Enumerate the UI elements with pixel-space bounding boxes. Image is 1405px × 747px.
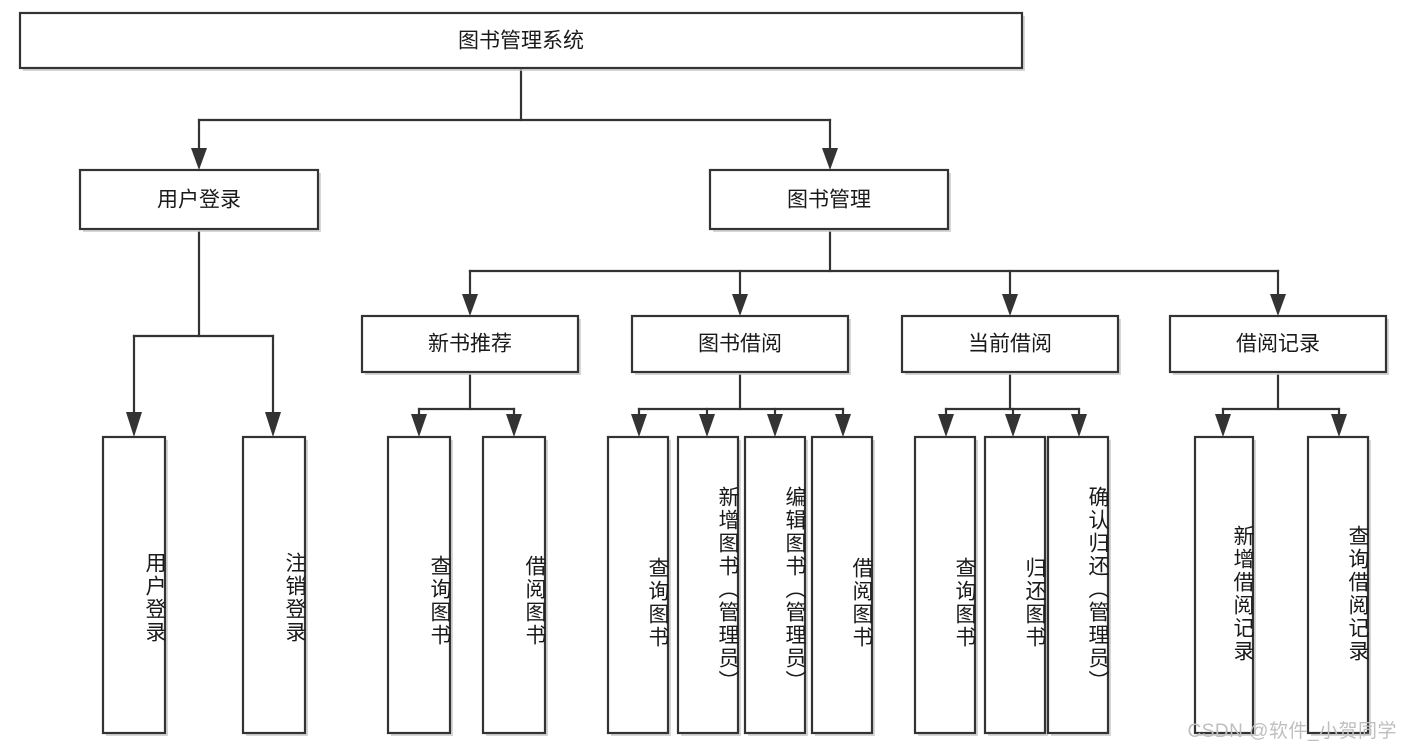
node-leaf-add-book[interactable]: 新增图书（管理员） [676, 435, 741, 736]
node-leaf-query-record[interactable]: 查询借阅记录 [1306, 435, 1371, 736]
node-leaf-edit-book[interactable]: 编辑图书（管理员） [743, 435, 808, 736]
node-leaf-logout-login[interactable]: 注销登录 [241, 435, 308, 736]
leaf-add-book-box [676, 435, 740, 735]
leaf-add-record-box [1193, 435, 1255, 735]
node-leaf-borrow-book-2[interactable]: 借阅图书 [810, 435, 875, 736]
book-management-box [708, 168, 950, 231]
node-leaf-query-book-2[interactable]: 查询图书 [606, 435, 671, 736]
leaf-query-record-box [1306, 435, 1370, 735]
node-leaf-user-login[interactable]: 用户登录 [101, 435, 168, 736]
leaf-add-record-label: 新增借阅记录 [1231, 525, 1254, 663]
current-borrow-label: 当前借阅 [968, 333, 1052, 356]
leaf-edit-book-box [743, 435, 807, 735]
node-leaf-query-book-1[interactable]: 查询图书 [386, 435, 453, 736]
leaf-confirm-return-label: 确认归还（管理员） [1086, 485, 1109, 693]
node-current-borrow[interactable]: 当前借阅 [900, 314, 1121, 375]
node-book-borrow[interactable]: 图书借阅 [630, 314, 851, 375]
leaf-query-book-2-box [606, 435, 670, 735]
leaf-borrow-book-2-label: 借阅图书 [850, 557, 873, 649]
leaf-borrow-book-2-box [810, 435, 874, 735]
node-leaf-confirm-return[interactable]: 确认归还（管理员） [1046, 435, 1111, 736]
leaf-user-login-label: 用户登录 [143, 552, 166, 644]
leaf-query-book-2-label: 查询图书 [646, 557, 669, 649]
connector-group [126, 66, 1347, 437]
arrow-to-leaf-edit-book [767, 414, 783, 437]
leaf-borrow-book-1-label: 借阅图书 [523, 554, 546, 647]
arrow-to-book-borrow [732, 294, 748, 316]
arrow-to-leaf-add-record [1215, 414, 1231, 437]
arrow-to-leaf-logout-login [265, 412, 281, 437]
arrow-to-user-login [191, 148, 207, 170]
arrow-to-leaf-query-book-1 [411, 414, 427, 437]
arrow-to-book-management [822, 148, 838, 170]
arrow-to-leaf-query-record [1331, 414, 1347, 437]
leaf-return-book-box [983, 435, 1047, 735]
arrow-to-leaf-confirm-return [1071, 414, 1087, 437]
leaf-return-book-label: 归还图书 [1023, 557, 1046, 649]
leaf-query-book-3-label: 查询图书 [953, 557, 976, 649]
book-borrow-label: 图书借阅 [698, 333, 782, 356]
borrow-record-box [1168, 314, 1388, 374]
arrow-to-leaf-query-book-2 [631, 414, 647, 437]
leaf-logout-login-label: 注销登录 [283, 552, 306, 644]
arrow-to-leaf-borrow-book-1 [506, 414, 522, 437]
book-management-label: 图书管理 [787, 189, 871, 212]
root-label: 图书管理系统 [458, 30, 584, 53]
arrow-to-leaf-query-book-3 [938, 414, 954, 437]
node-new-book-recommend[interactable]: 新书推荐 [360, 314, 581, 375]
arrow-to-leaf-user-login [126, 412, 142, 437]
node-root[interactable]: 图书管理系统 [18, 11, 1025, 71]
user-login-box [78, 168, 320, 231]
new-book-recommend-box [360, 314, 580, 374]
leaf-edit-book-label: 编辑图书（管理员） [783, 485, 806, 693]
node-leaf-return-book[interactable]: 归还图书 [983, 435, 1048, 736]
leaf-query-book-1-box [386, 435, 452, 735]
root-box [18, 11, 1024, 70]
node-user-login[interactable]: 用户登录 [78, 168, 321, 232]
node-leaf-add-record[interactable]: 新增借阅记录 [1193, 435, 1256, 736]
node-leaf-query-book-3[interactable]: 查询图书 [913, 435, 978, 736]
leaf-confirm-return-box [1046, 435, 1110, 735]
arrow-to-new-book-recommend [462, 294, 478, 316]
node-book-management[interactable]: 图书管理 [708, 168, 951, 232]
leaf-borrow-book-1-box [481, 435, 547, 735]
borrow-record-label: 借阅记录 [1236, 333, 1320, 356]
arrow-to-leaf-return-book [1005, 414, 1021, 437]
leaf-query-book-3-box [913, 435, 977, 735]
leaf-logout-login-box [241, 435, 307, 735]
leaf-user-login-box [101, 435, 167, 735]
new-book-recommend-label: 新书推荐 [428, 333, 512, 356]
user-login-label: 用户登录 [157, 189, 241, 212]
leaf-add-book-label: 新增图书（管理员） [716, 485, 739, 693]
node-leaf-borrow-book-1[interactable]: 借阅图书 [481, 435, 548, 736]
arrow-to-current-borrow [1002, 294, 1018, 316]
arrow-to-borrow-record [1270, 294, 1286, 316]
arrow-to-leaf-borrow-book-2 [835, 414, 851, 437]
leaf-query-record-label: 查询借阅记录 [1346, 525, 1369, 663]
current-borrow-box [900, 314, 1120, 374]
arrow-to-leaf-add-book [699, 414, 715, 437]
book-borrow-box [630, 314, 850, 374]
node-borrow-record[interactable]: 借阅记录 [1168, 314, 1389, 375]
leaf-query-book-1-label: 查询图书 [428, 554, 451, 647]
